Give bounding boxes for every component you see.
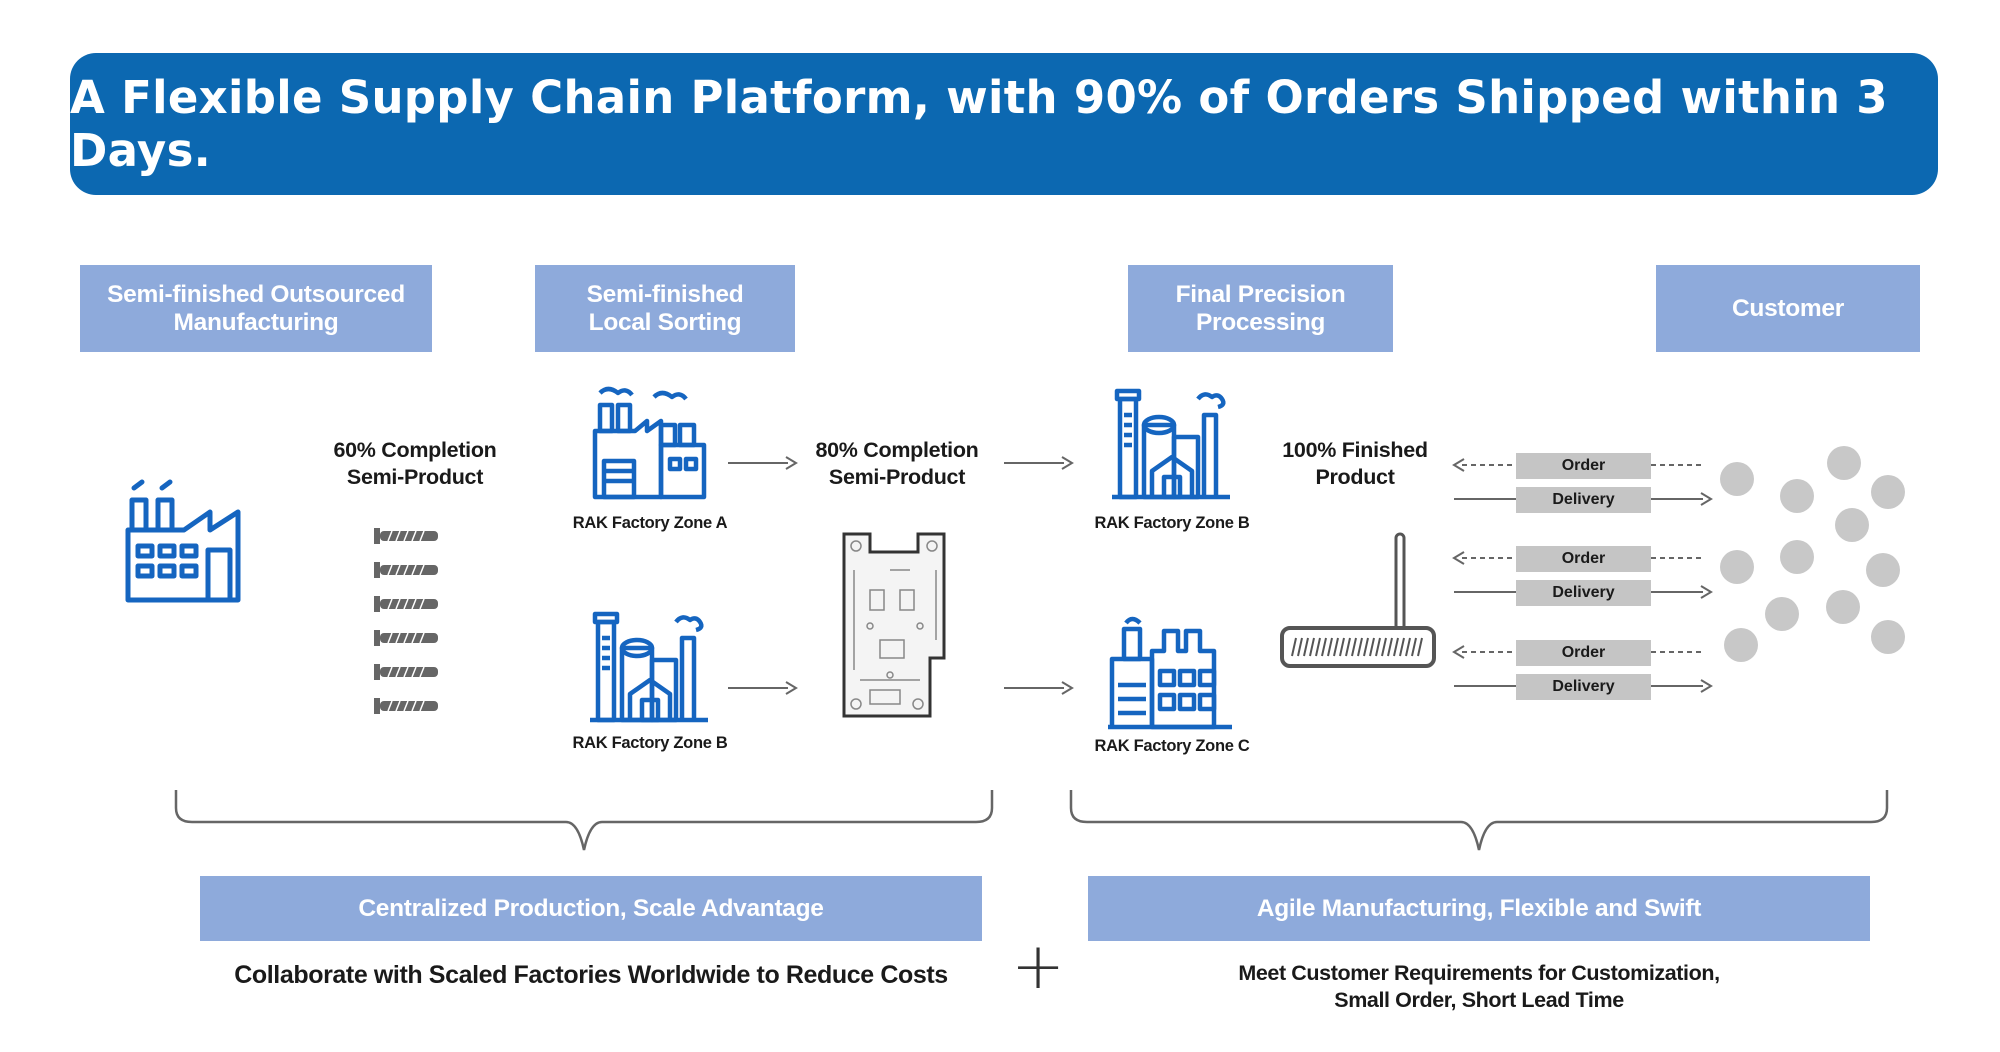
title-banner: A Flexible Supply Chain Platform, with 9…	[70, 53, 1938, 195]
stage-final-processing: Final Precision Processing	[1128, 265, 1393, 352]
factory-zone-a-label: RAK Factory Zone A	[572, 514, 728, 532]
stage-customer-label: Customer	[1732, 294, 1844, 322]
arrow-zone-b-to-board	[728, 681, 798, 695]
summary-left-text: Collaborate with Scaled Factories Worldw…	[234, 961, 948, 989]
product-60-label: 60% Completion Semi-Product	[333, 438, 497, 489]
arrow-80-to-zone-b	[1004, 456, 1074, 470]
stage-customer: Customer	[1656, 265, 1920, 352]
summary-right-box: Agile Manufacturing, Flexible and Swift	[1088, 876, 1870, 941]
product-100-label: 100% Finished Product	[1282, 438, 1428, 489]
factory-zone-c-icon	[1108, 616, 1232, 730]
delivery-box-3: Delivery	[1516, 674, 1651, 700]
factory-zone-b-left-icon	[590, 611, 708, 723]
factory-zone-c-label: RAK Factory Zone C	[1094, 737, 1250, 755]
circuit-board-icon	[842, 532, 946, 718]
plus-sign: +	[1011, 930, 1065, 1004]
summary-left-title: Centralized Production, Scale Advantage	[358, 894, 824, 922]
product-80-label: 80% Completion Semi-Product	[815, 438, 979, 489]
customer-dot	[1835, 508, 1869, 542]
customer-dot	[1827, 446, 1861, 480]
outsourced-factory-icon	[125, 479, 241, 603]
customer-dot	[1780, 479, 1814, 513]
customer-dot	[1765, 597, 1799, 631]
left-brace	[174, 790, 994, 851]
customer-dot	[1871, 620, 1905, 654]
summary-right-text: Meet Customer Requirements for Customiza…	[1238, 961, 1720, 1012]
stage-local-sorting-label: Semi-finished Local Sorting	[586, 280, 744, 336]
customer-dot	[1720, 462, 1754, 496]
stage-local-sorting: Semi-finished Local Sorting	[535, 265, 795, 352]
screws-icon	[374, 528, 438, 714]
page-title: A Flexible Supply Chain Platform, with 9…	[70, 71, 1888, 177]
flow-arrows	[1452, 458, 1713, 693]
summary-right-title: Agile Manufacturing, Flexible and Swift	[1256, 894, 1702, 922]
customer-dot	[1826, 590, 1860, 624]
arrow-board-to-zone-c	[1004, 681, 1074, 695]
right-brace	[1069, 790, 1889, 851]
customer-dot	[1866, 553, 1900, 587]
summary-left-box: Centralized Production, Scale Advantage	[200, 876, 982, 941]
factory-zone-a-icon	[592, 386, 707, 500]
order-box-3: Order	[1516, 640, 1651, 666]
delivery-box-1: Delivery	[1516, 487, 1651, 513]
order-box-1: Order	[1516, 453, 1651, 479]
customer-dot	[1720, 550, 1754, 584]
stage-final-processing-label: Final Precision Processing	[1175, 280, 1346, 336]
delivery-box-2: Delivery	[1516, 580, 1651, 606]
factory-zone-b-right-label: RAK Factory Zone B	[1094, 514, 1250, 532]
arrow-zone-a-to-80	[728, 456, 798, 470]
customer-dot	[1871, 475, 1905, 509]
customer-dot	[1780, 540, 1814, 574]
order-box-2: Order	[1516, 546, 1651, 572]
customer-dot	[1724, 628, 1758, 662]
factory-zone-b-right-icon	[1112, 388, 1230, 500]
factory-zone-b-left-label: RAK Factory Zone B	[572, 734, 728, 752]
stage-outsourced-label: Semi-finished Outsourced Manufacturing	[107, 280, 405, 336]
router-icon	[1280, 532, 1436, 668]
stage-outsourced: Semi-finished Outsourced Manufacturing	[80, 265, 432, 352]
